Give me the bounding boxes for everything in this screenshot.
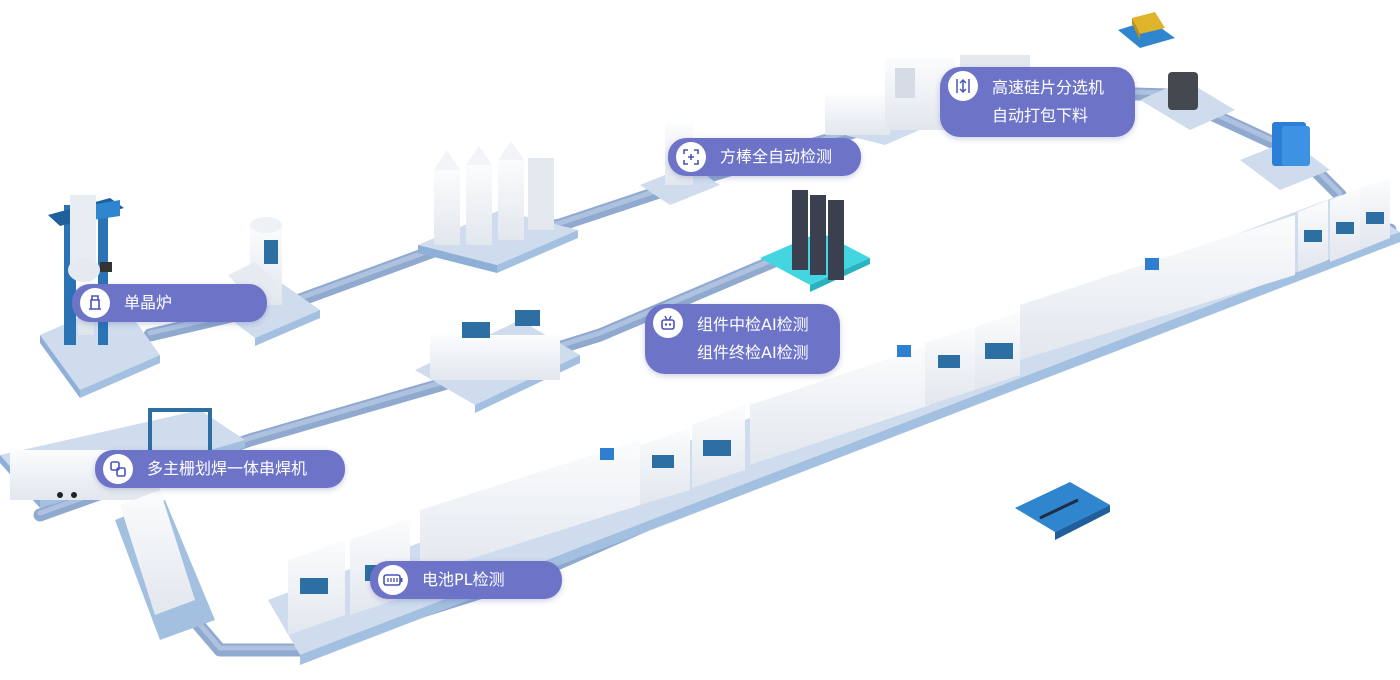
label-text-line2: 自动打包下料 [992, 106, 1089, 125]
sort-arrows-icon [948, 71, 978, 101]
blue-panel-pad [1240, 122, 1330, 190]
label-text-line1: 高速硅片分选机 [992, 78, 1105, 97]
cabinet-station [115, 490, 215, 640]
cassette-pad [1140, 72, 1235, 130]
label-text-line2: 组件终检AI检测 [697, 343, 809, 362]
furnace-icon [80, 288, 110, 318]
label-module-inspection: 组件中检AI检测 组件终检AI检测 [645, 304, 840, 374]
label-text: 电池PL检测 [422, 570, 505, 589]
label-text: 单晶炉 [124, 293, 173, 312]
battery-icon [378, 565, 408, 595]
label-stringer: 多主栅划焊一体串焊机 [95, 450, 345, 488]
yellow-box-pad [1118, 12, 1175, 48]
label-battery-pl: 电池PL检测 [370, 561, 562, 599]
middle-processing-station [415, 310, 580, 413]
solar-panel-stack [760, 190, 870, 292]
label-crystal-furnace: 单晶炉 [72, 284, 267, 322]
label-text: 方棒全自动检测 [720, 147, 833, 166]
label-text-line1: 组件中检AI检测 [697, 315, 809, 334]
label-square-rod-inspection: 方棒全自动检测 [668, 138, 861, 176]
robot-icon [653, 308, 683, 338]
tank-station [418, 141, 578, 273]
scan-icon [676, 142, 706, 172]
label-text: 多主栅划焊一体串焊机 [147, 459, 308, 478]
blue-pallet [1015, 482, 1110, 540]
furnace-secondary-station [205, 217, 320, 346]
layers-icon [103, 454, 133, 484]
label-wafer-sorter: 高速硅片分选机 自动打包下料 [940, 67, 1135, 137]
assembly-line [268, 178, 1400, 665]
